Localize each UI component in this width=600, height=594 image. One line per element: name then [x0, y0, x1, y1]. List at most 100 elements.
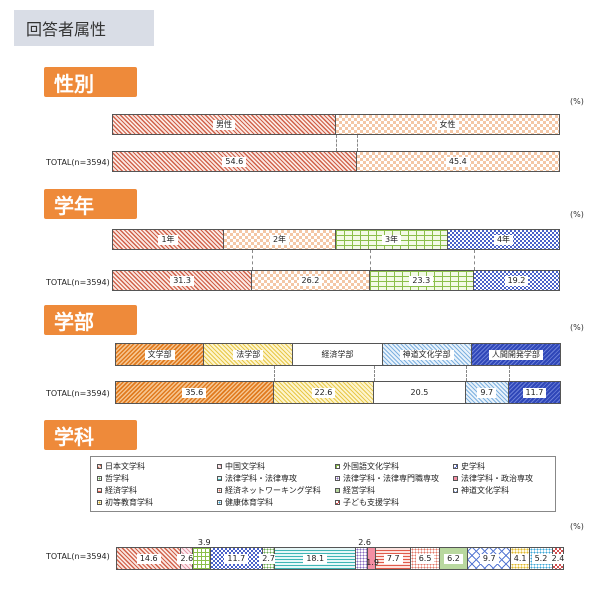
connector-line: [252, 250, 254, 270]
gender-total-row: 54.6 45.4: [112, 151, 560, 172]
department-value-label: 4.1: [510, 553, 530, 564]
legend-item: 日本文学科: [97, 461, 145, 472]
gender-header-segment: 男性: [112, 114, 336, 135]
total-label: TOTAL(n=3594): [46, 389, 110, 398]
legend-swatch: [453, 464, 458, 469]
gender-header-row: 男性 女性: [112, 114, 560, 135]
gender-header-segment: 女性: [336, 114, 560, 135]
percent-unit: (%): [570, 323, 584, 332]
faculty-value-label: 11.7: [522, 387, 547, 398]
grade-value-label: 23.3: [409, 275, 434, 286]
total-label: TOTAL(n=3594): [46, 278, 110, 287]
department-value-label: 11.7: [224, 553, 249, 564]
faculty-value-label: 22.6: [311, 387, 336, 398]
legend-label: 史学科: [461, 462, 485, 471]
department-value-label: 5.2: [531, 553, 551, 564]
grade-header-segment: 3年: [336, 229, 448, 250]
faculty-header-row: 文学部 法学部 経済学部 神道文化学部 人間開発学部: [115, 343, 561, 366]
legend-swatch: [453, 476, 458, 481]
faculty-bar-segment: 22.6: [273, 381, 375, 404]
faculty-category-label: 経済学部: [318, 349, 357, 360]
legend-label: 法律学科・政治専攻: [461, 474, 533, 483]
connector-line: [374, 366, 376, 381]
legend-swatch: [97, 488, 102, 493]
page-title: 回答者属性: [14, 10, 154, 46]
legend-label: 神道文化学科: [461, 486, 509, 495]
department-bar-segment: 6.5: [411, 547, 441, 570]
department-bar-segment: 7.7: [376, 547, 411, 570]
legend-item: 経営学科: [335, 485, 375, 496]
faculty-header-segment: 経済学部: [293, 343, 383, 366]
percent-unit: (%): [570, 210, 584, 219]
connector-line: [273, 366, 275, 381]
connector-line: [369, 250, 371, 270]
faculty-category-label: 神道文化学部: [399, 349, 454, 360]
department-bar-segment: 11.7: [210, 547, 264, 570]
gender-value-label: 54.6: [222, 156, 247, 167]
department-legend: 日本文学科中国文学科外国語文化学科史学科哲学科法律学科・法律専攻法律学科・法律専…: [90, 456, 556, 512]
section-label-faculty: 学部: [44, 305, 137, 335]
grade-category-label: 4年: [493, 234, 514, 245]
department-bar-segment: 2.7: [259, 547, 278, 570]
faculty-category-label: 人間開発学部: [488, 349, 543, 360]
department-value-label: 2.4: [548, 553, 568, 564]
legend-item: 初等教育学科: [97, 497, 153, 508]
legend-item: 法律学科・法律専門職専攻: [335, 473, 439, 484]
department-bar-segment: 4.1: [510, 547, 530, 570]
grade-value-label: 31.3: [170, 275, 195, 286]
legend-swatch: [217, 476, 222, 481]
legend-swatch: [217, 464, 222, 469]
legend-swatch: [335, 464, 340, 469]
legend-label: 子ども支援学科: [343, 498, 399, 507]
section-label-text: 学部: [54, 309, 94, 334]
faculty-value-label: 20.5: [407, 387, 432, 398]
legend-item: 経済ネットワーキング学科: [217, 485, 321, 496]
grade-header-segment: 4年: [448, 229, 560, 250]
legend-swatch: [97, 500, 102, 505]
section-label-department: 学科: [44, 420, 137, 450]
grade-value-label: 19.2: [504, 275, 529, 286]
section-label-gender: 性別: [44, 67, 137, 97]
faculty-bar-segment: 11.7: [508, 381, 561, 404]
faculty-category-label: 文学部: [144, 349, 175, 360]
faculty-value-label: 35.6: [182, 387, 207, 398]
department-bar-segment: 2.4: [548, 547, 568, 570]
legend-item: 法律学科・法律専攻: [217, 473, 297, 484]
legend-item: 経済学科: [97, 485, 137, 496]
legend-label: 健康体育学科: [225, 498, 273, 507]
department-bar-segment: [193, 547, 211, 570]
faculty-header-segment: 法学部: [204, 343, 294, 366]
faculty-header-segment: 神道文化学部: [382, 343, 472, 366]
faculty-total-row: 35.6 22.6 20.5 9.7 11.7: [115, 381, 561, 404]
grade-bar-segment: 19.2: [473, 270, 560, 291]
legend-item: 外国語文化学科: [335, 461, 399, 472]
department-bar-segment: 6.2: [440, 547, 468, 570]
connector-line: [336, 135, 337, 151]
department-value-label: 6.5: [415, 553, 435, 564]
section-label-grade: 学年: [44, 189, 137, 219]
grade-category-label: 1年: [158, 234, 178, 245]
legend-item: 子ども支援学科: [335, 497, 399, 508]
grade-category-label: 3年: [381, 234, 402, 245]
legend-swatch: [453, 488, 458, 493]
gender-category-label: 女性: [436, 119, 459, 130]
legend-label: 外国語文化学科: [343, 462, 399, 471]
grade-header-segment: 1年: [112, 229, 224, 250]
legend-item: 神道文化学科: [453, 485, 509, 496]
gender-bar-segment: 54.6: [112, 151, 357, 172]
department-value-label: 2.7: [259, 553, 278, 564]
legend-swatch: [217, 500, 222, 505]
legend-label: 経営学科: [343, 486, 375, 495]
faculty-header-segment: 文学部: [115, 343, 205, 366]
page-title-text: 回答者属性: [26, 20, 107, 39]
legend-item: 史学科: [453, 461, 485, 472]
gender-bar-segment: 45.4: [356, 151, 560, 172]
department-bar-segment: [356, 547, 368, 570]
legend-swatch: [97, 464, 102, 469]
legend-label: 中国文学科: [225, 462, 265, 471]
faculty-bar-segment: 9.7: [465, 381, 509, 404]
department-bar-segment: 9.7: [467, 547, 512, 570]
percent-unit: (%): [570, 97, 584, 106]
